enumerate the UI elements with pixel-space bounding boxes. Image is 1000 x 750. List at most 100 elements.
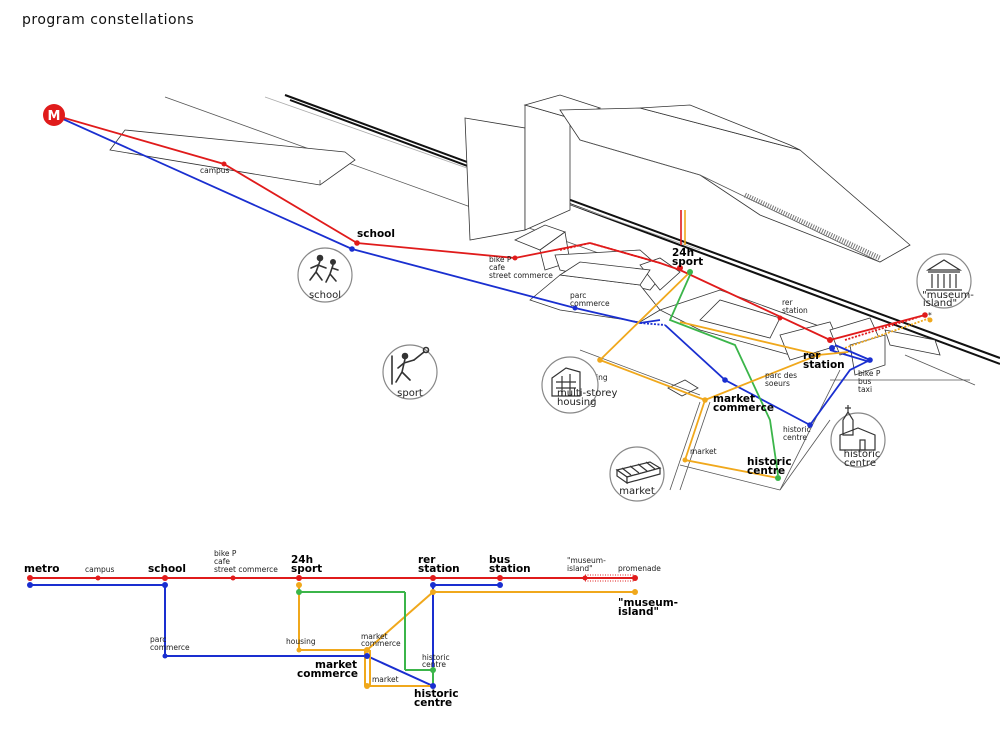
map-label-street-commerce: street commerce [489,271,553,280]
map-label-station-small: station [782,306,808,315]
schematic-label-market-small: market [361,632,388,641]
schematic-stop-bus [497,575,503,581]
schematic-stop-museum-small [582,575,588,581]
map-label-parc: parc [570,291,586,300]
schematic-stop-market-commerce-small [364,647,370,653]
map-label-soeurs: soeurs [765,379,790,388]
map-node-historic [775,475,781,481]
map-node-school [354,240,360,246]
school-icon [297,247,353,303]
schematic-label-bus-station: station [489,563,531,575]
icon-label-island: island" [923,298,957,309]
map-label-centre-bold: centre [747,465,785,477]
route-green [668,274,779,476]
schematic-label-commerce-small: commerce [361,639,401,648]
map-label-rer-small: rer [782,298,794,307]
icon-housing-group: multi-storey housing [541,356,617,414]
metro-badge: M [43,104,65,126]
icon-label-housing: housing [557,397,596,408]
icon-sport-group: sport [382,344,438,400]
schematic-stop-market-commerce [364,653,370,659]
map-node-rer-small [777,315,783,321]
church-icon [830,412,886,468]
schematic-label-museum: "museum- [618,597,678,609]
map-label-cafe: cafe [489,263,505,272]
schematic-label-historic-small: historic [422,653,450,662]
schematic-label-commerce: commerce [150,643,190,652]
building-tower [464,117,526,241]
page-title: program constellations [22,12,195,28]
map-label-market: market [690,447,717,456]
schematic-label-24h: 24h [291,554,313,566]
schematic-label-rer: rer [418,554,436,566]
map-label-market-bold: market [713,393,755,405]
metro-badge-letter: M [48,109,61,124]
schematic-label-historic: historic [414,688,459,700]
map-label-historic-bold: historic [747,456,792,468]
map-label-parc-des: parc des [765,371,797,380]
schematic-label-cafe: cafe [214,557,230,566]
icon-label-school: school [309,290,341,301]
map-label-bus: bus [858,377,872,386]
schematic-label-centre-small: centre [422,660,446,669]
schematic-label-parc: parc [150,635,166,644]
metro-icon [43,104,65,126]
schematic-stop-campus [95,575,101,581]
map-node-parc-soeurs [815,352,821,358]
schematic-label-island: island" [618,606,659,618]
icon-market-group: market [609,446,665,502]
schematic-label-commerce-bold: commerce [297,668,358,680]
icon-label-museum: "museum- [922,290,974,301]
schematic-label-housing: housing [286,637,316,646]
schematic-stop-housing [296,647,302,653]
schematic-label-station: station [418,563,460,575]
building-slab [109,129,356,186]
schematic-stop-metro [27,575,33,581]
map-label-bike-p2: bike P [858,369,881,378]
map-label-school: school [357,228,395,240]
map-node-campus [221,161,227,167]
schematic-label-bike-p: bike P [214,549,237,558]
map-node-historic-small [807,422,813,428]
schematic-label-metro: metro [24,563,59,575]
map-label-commerce: commerce [570,299,610,308]
schematic-label-market: market [372,675,399,684]
icon-label-multi-storey: multi-storey [557,388,617,399]
icon-label-historic: historic [844,449,881,460]
schematic-label-market-bold: market [315,659,357,671]
map-label-commerce-bold: commerce [713,402,774,414]
map-label-rer: rer [803,350,821,362]
schematic-stop-promenade [632,575,638,581]
map-label-historic-small: historic [783,425,811,434]
map-routes [53,114,933,481]
schematic-label-bus: bus [489,554,510,566]
context-drawing [109,94,1000,491]
map-node-bike [512,255,518,261]
schematic-stop-school [162,575,168,581]
schematic-label-campus: campus [85,565,115,574]
schematic-stop-bike [230,575,236,581]
map-labels: campus school bike P cafe street commerc… [200,166,932,477]
schematic-stop-rer [430,575,436,581]
map-label-24h: 24h [672,247,694,259]
map-node-24h [677,265,683,271]
schematic-stop-24h [296,575,302,581]
schematic-labels: metro campus school bike P cafe street c… [24,549,678,709]
schematic-label-street-commerce: street commerce [214,565,278,574]
map-node-bus [867,357,873,363]
map-node-market [682,457,688,463]
icon-museum-group: "museum- island" [916,253,974,309]
map-label-campus: campus [200,166,230,175]
schematic-stop-market [364,683,370,689]
schematic-stop-historic-small [430,667,436,673]
map-label-station: station [803,359,845,371]
map-label-taxi: taxi [858,385,872,394]
rail-line-2 [289,99,1000,365]
icon-school-group: school [297,247,353,303]
map-label-bike-p: bike P [489,255,512,264]
schematic-stop-parc [162,653,168,659]
schematic-label-school: school [148,563,186,575]
map-node-housing [597,357,603,363]
map-node-market-commerce [722,377,728,383]
